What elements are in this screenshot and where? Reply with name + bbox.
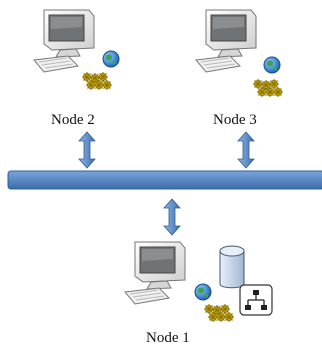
node-3-gears-icon [253,79,283,97]
node-3-globe-icon [263,56,281,74]
node-2-label: Node 2 [51,112,95,128]
node-1-computer-icon [124,241,186,305]
node-2-globe-icon [102,50,120,68]
node-2-computer-icon [33,9,95,73]
node-1-network-icon [239,284,273,316]
node-2-link-arrow [78,131,96,169]
node-1-label: Node 1 [146,330,190,346]
node-3-computer-icon [195,9,257,73]
node-3-link-arrow [237,131,255,169]
node-1-database-icon [219,245,245,289]
node-1-link-arrow [163,198,181,236]
node-1-globe-icon [194,283,212,301]
node-3-label: Node 3 [213,112,257,128]
node-1-gears-icon [204,304,234,322]
shared-bus [7,170,322,190]
node-2-gears-icon [82,72,112,90]
